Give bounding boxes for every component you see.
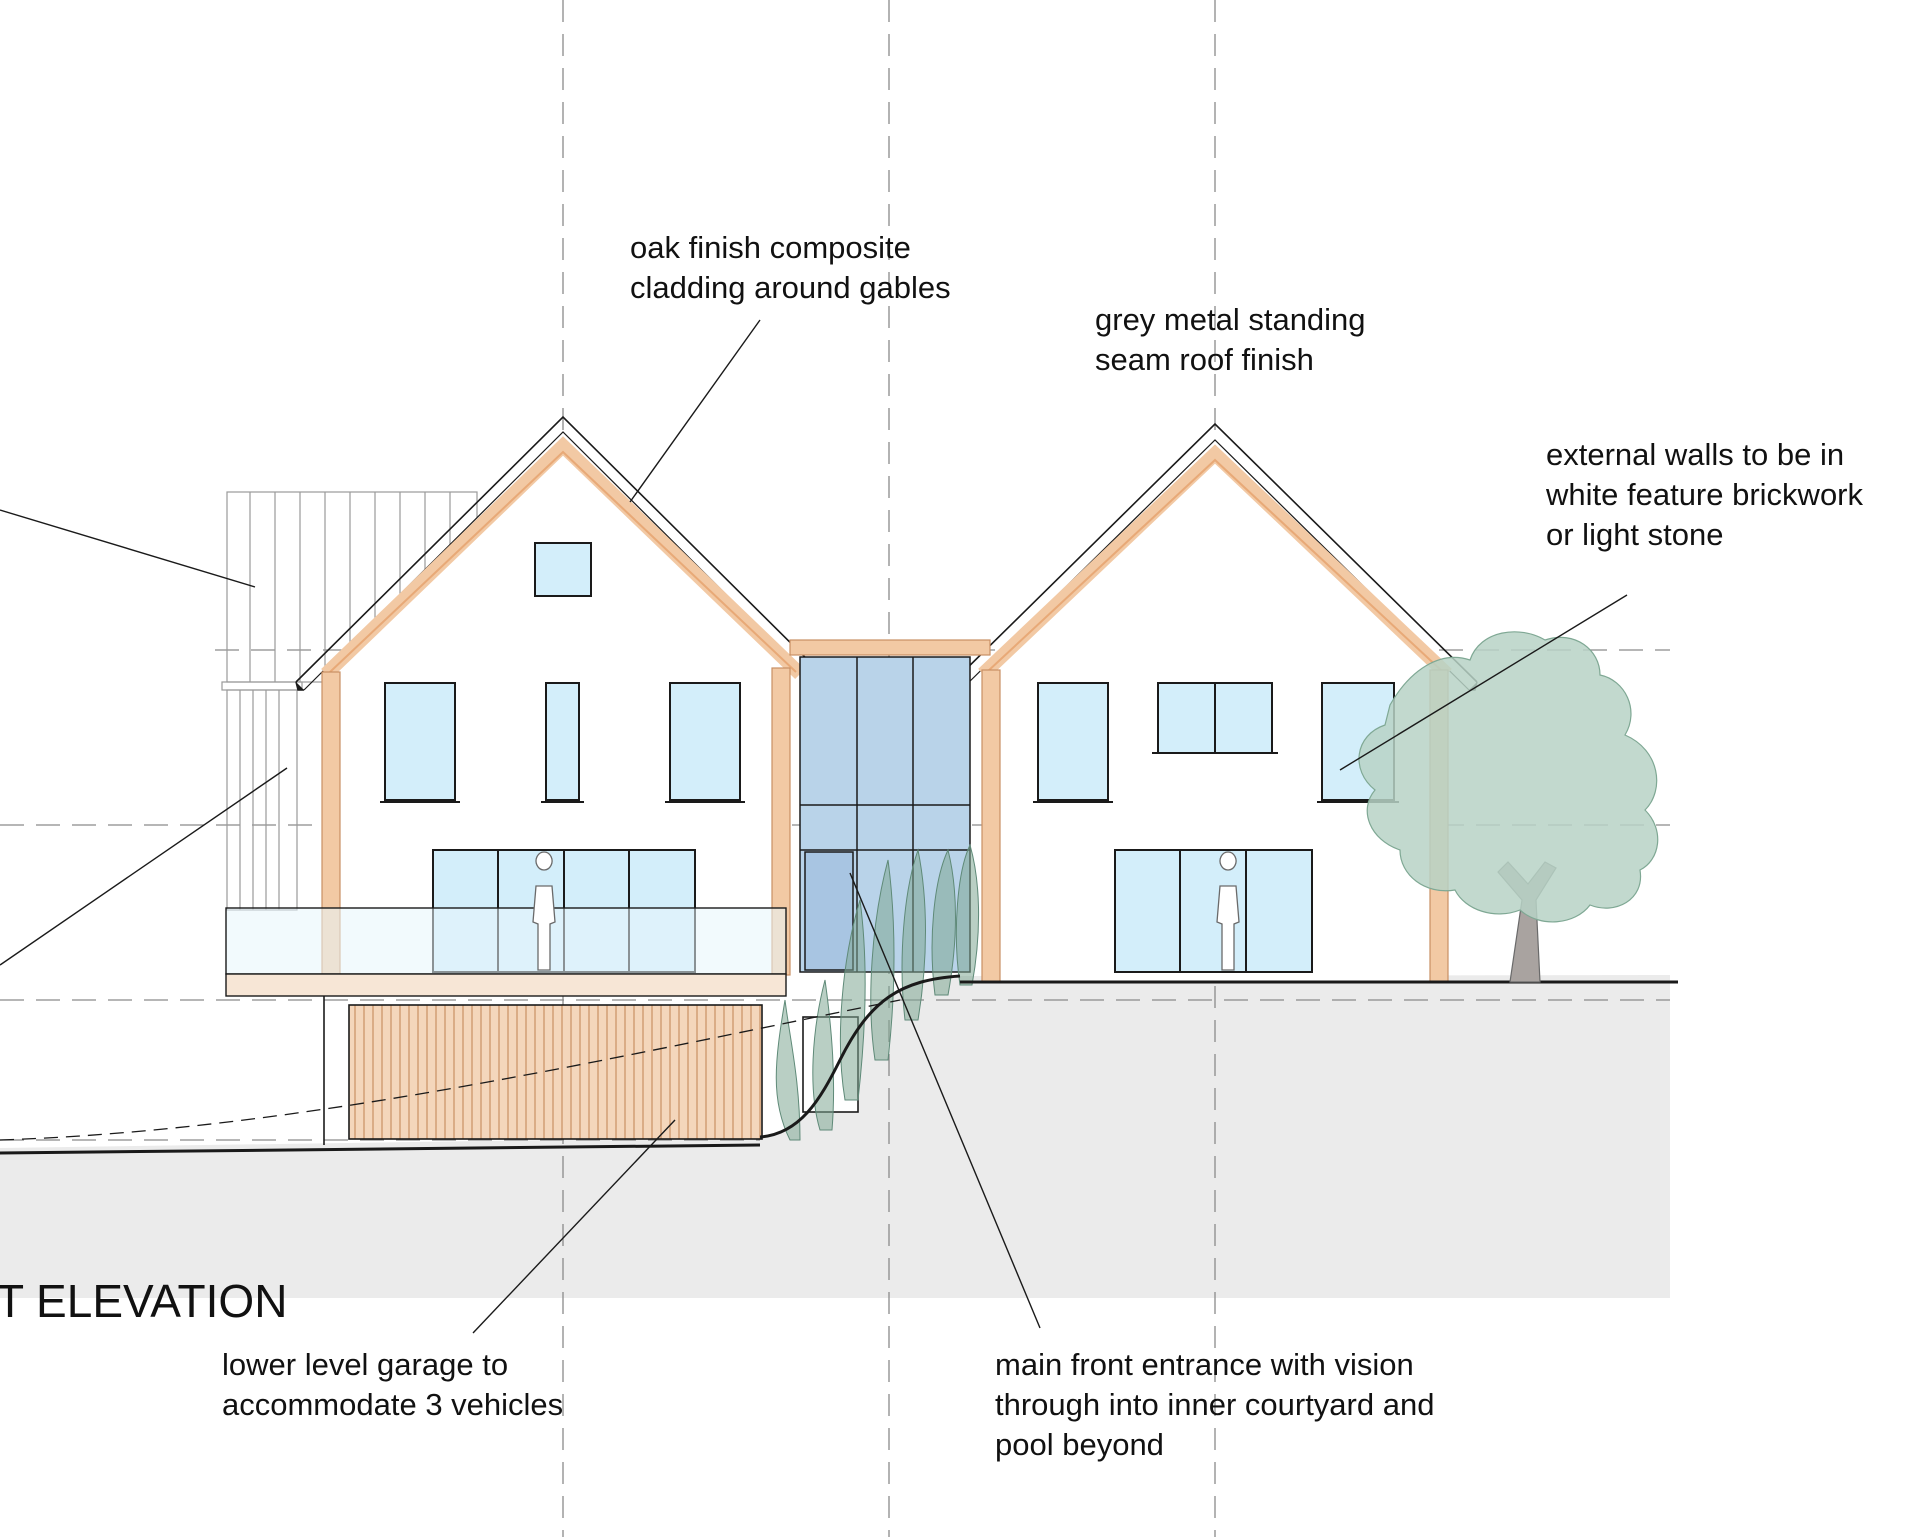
annotation-line: cladding around gables [630,270,951,305]
annotation-line: main front entrance with vision [995,1347,1414,1382]
annotation-line: grey metal standing [1095,302,1366,337]
ground-fill [0,975,1670,1298]
ground-line-left [0,1143,761,1155]
driveway-ramp [759,974,961,1139]
tree [1358,631,1659,983]
annotation-entrance: main front entrance with vision through … [995,1345,1434,1465]
annotation-roof: grey metal standing seam roof finish [1095,300,1366,380]
drawing-title: T ELEVATION [0,1275,288,1327]
background-building [221,491,478,911]
annotation-line: external walls to be in [1546,437,1845,472]
annotation-line: accommodate 3 vehicles [222,1387,564,1422]
annotation-cladding: oak finish composite cladding around gab… [630,228,951,308]
annotation-line: through into inner courtyard and [995,1387,1435,1422]
shrubs [775,843,980,1141]
driveway-hidden-line [0,999,901,1141]
leader-lines [0,319,1628,1334]
balcony [225,907,787,997]
person-figures [532,851,1240,971]
annotation-line: or light stone [1546,517,1724,552]
annotation-line: white feature brickwork [1546,477,1864,512]
annotation-line: seam roof finish [1095,342,1314,377]
annotation-walls: external walls to be in white feature br… [1546,435,1863,555]
annotation-line: lower level garage to [222,1347,509,1382]
annotation-line: oak finish composite [630,230,911,265]
annotation-line: pool beyond [995,1427,1164,1462]
annotation-garage: lower level garage to accommodate 3 vehi… [222,1345,563,1425]
